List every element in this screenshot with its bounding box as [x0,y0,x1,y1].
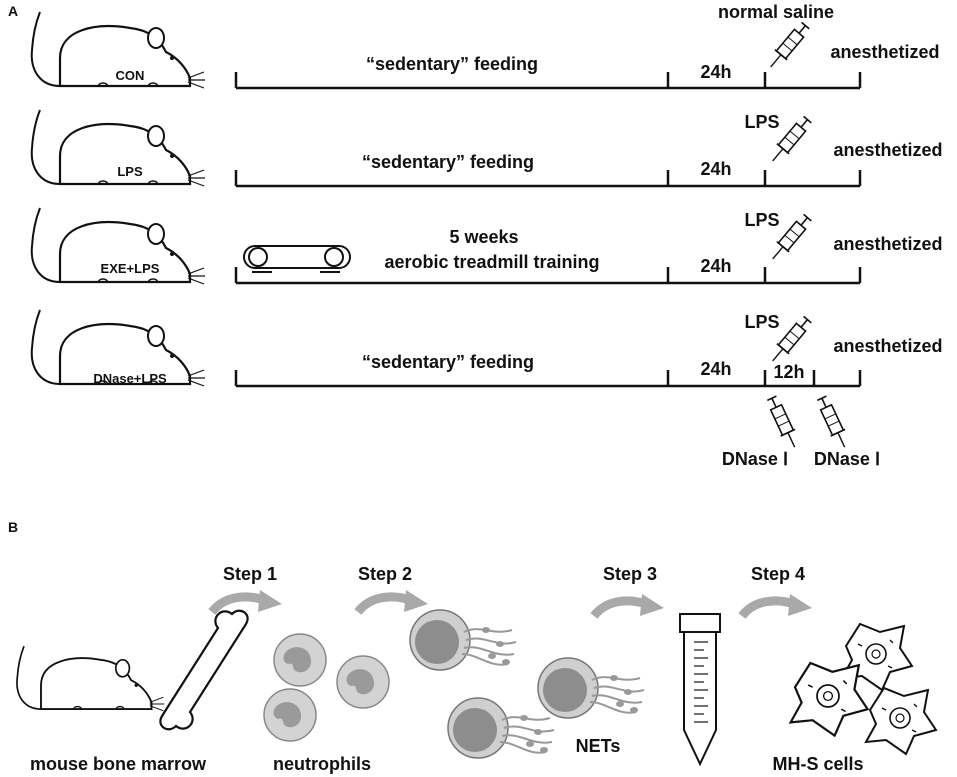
net-cell-icon [409,609,517,671]
row-con: CON “sedentary” feeding 24h normal salin… [30,2,940,90]
item-label: NETs [576,736,621,756]
group-label: EXE+LPS [101,261,160,276]
neutrophil-icon [336,655,390,709]
panel-a-label: A [8,3,18,19]
syringe-icon [813,394,853,452]
end-label: anesthetized [830,42,939,62]
treadmill-icon [243,245,351,273]
arrow-icon [594,594,664,616]
end-label: anesthetized [833,140,942,160]
agent-label: LPS [744,112,779,132]
phase-label: “sedentary” feeding [366,54,538,74]
agent-label: LPS [744,210,779,230]
wait-label: 24h [700,256,731,276]
neutrophil-icon [263,688,317,742]
row-lps: LPS “sedentary” feeding 24h LPS anesthet… [30,108,943,188]
phase-label: “sedentary” feeding [362,152,534,172]
group-label: DNase+LPS [93,371,167,386]
syringe-icon [763,19,813,73]
phase-label: 5 weeks [449,227,518,247]
wait-label: 24h [700,359,731,379]
step-label: Step 4 [751,564,805,584]
step-label: Step 3 [603,564,657,584]
item-label: mouse bone marrow [30,754,207,774]
net-cell-icon [447,697,555,759]
step-label: Step 1 [223,564,277,584]
agent-label: LPS [744,312,779,332]
group-label: LPS [117,164,143,179]
panel-b-label: B [8,519,18,535]
phase-label: “sedentary” feeding [362,352,534,372]
phase-label-line2: aerobic treadmill training [384,252,599,272]
row-dnase-lps: DNase+LPS “sedentary” feeding 24h 12h LP… [30,308,943,469]
item-label: neutrophils [273,754,371,774]
neutrophil-icon [273,633,327,687]
item-label: MH-S cells [772,754,863,774]
dnase-label: DNase Ⅰ [814,449,880,469]
mouse-icon [16,645,166,712]
arrow-icon [742,594,812,616]
end-label: anesthetized [833,336,942,356]
interval-label: 12h [773,362,804,382]
dnase-label: DNase Ⅰ [722,449,788,469]
end-label: anesthetized [833,234,942,254]
centrifuge-tube-icon [679,613,721,767]
step-label: Step 2 [358,564,412,584]
agent-label: normal saline [718,2,834,22]
macrophage-icon [865,687,937,755]
arrow-icon [212,590,282,612]
arrow-icon [358,590,428,612]
macrophage-icon [789,661,869,737]
wait-label: 24h [700,62,731,82]
row-exe-lps: EXE+LPS 5 weeks aerobic treadmill traini… [30,206,943,286]
bone-icon [159,609,249,731]
wait-label: 24h [700,159,731,179]
syringe-icon [763,394,803,452]
group-label: CON [116,68,145,83]
net-cell-icon [537,657,645,719]
